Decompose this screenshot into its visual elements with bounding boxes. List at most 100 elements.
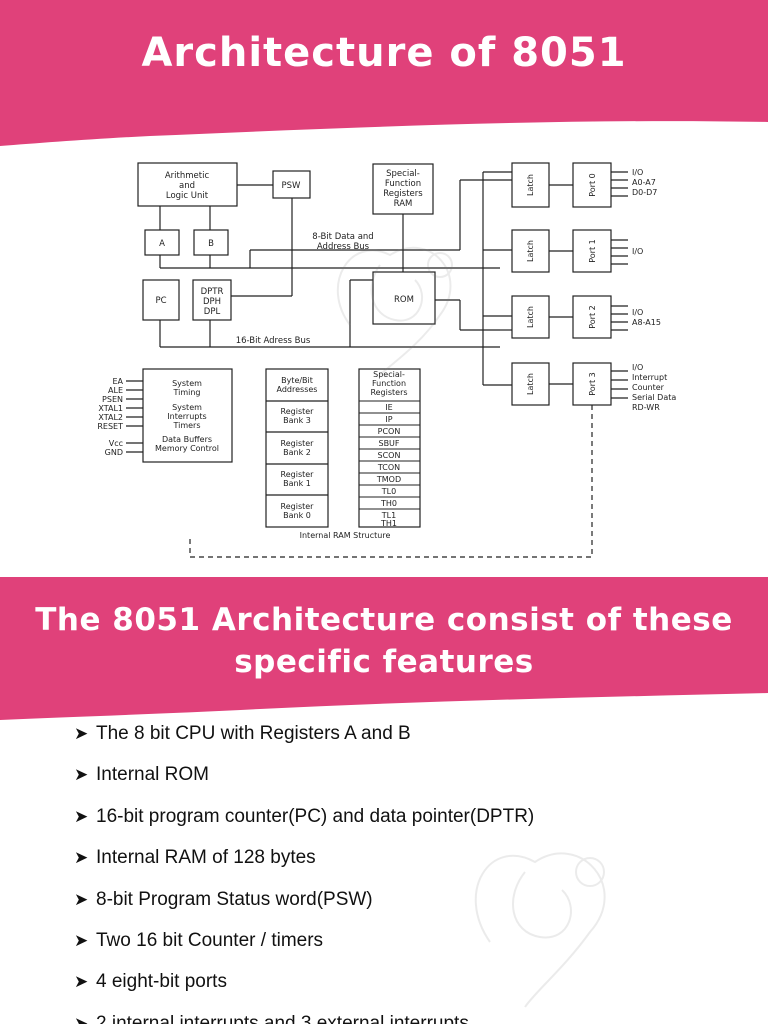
- alu-label-1: Arithmetic: [165, 171, 210, 181]
- ram-label-3: Register: [281, 407, 315, 416]
- sfr-header-1: Special-: [373, 370, 405, 379]
- ram-caption: Internal RAM Structure: [300, 531, 391, 540]
- sfr-tcon: TCON: [377, 463, 400, 472]
- pin-gnd: GND: [105, 448, 123, 457]
- slide-architecture: Architecture of 8051: [0, 0, 768, 558]
- ram-label-4: Bank 3: [283, 416, 311, 425]
- sfr-top-3: Registers: [383, 189, 423, 199]
- features-title-line-2: specific features: [234, 644, 534, 680]
- system-label-6: Data Buffers: [162, 435, 212, 444]
- system-label-7: Memory Control: [155, 444, 219, 453]
- sfr-tl0: TL0: [381, 487, 396, 496]
- pin-reset: RESET: [97, 422, 123, 431]
- rom-block: [372, 271, 436, 325]
- arrow-right-icon: ➤: [74, 848, 89, 868]
- slide-title: Architecture of 8051: [141, 30, 627, 76]
- port3-io-1: I/O: [632, 363, 643, 372]
- sfr-tl1: TL1: [381, 511, 396, 520]
- rom-label: ROM: [394, 295, 414, 305]
- port-label-2: Port 2: [588, 305, 597, 329]
- list-item: ➤Internal ROM: [74, 754, 534, 795]
- sfr-column: [358, 368, 421, 528]
- dptr-label-2: DPH: [203, 297, 221, 307]
- dptr-label-3: DPL: [204, 307, 221, 317]
- sfr-top-1: Special-: [386, 169, 420, 179]
- sfr-pcon: PCON: [378, 427, 401, 436]
- ram-label-2: Addresses: [277, 385, 318, 394]
- port-label-0: Port 0: [588, 173, 597, 197]
- arrow-right-icon: ➤: [74, 889, 89, 909]
- pin-xtal1: XTAL1: [98, 404, 123, 413]
- reg-b-label: B: [208, 239, 214, 249]
- latch-label-2: Latch: [526, 306, 535, 328]
- system-label-3: System: [172, 403, 202, 412]
- sfr-header-3: Registers: [370, 388, 407, 397]
- ram-label-9: Register: [281, 502, 315, 511]
- pin-ea: EA: [112, 377, 123, 386]
- port3-io-2: Interrupt: [632, 373, 667, 382]
- list-item: ➤Internal RAM of 128 bytes: [74, 837, 534, 878]
- sfr-tmod: TMOD: [376, 475, 401, 484]
- features-title: The 8051 Architecture consist of these s…: [0, 599, 768, 683]
- register-b-block: [193, 229, 229, 256]
- port3-io-3: Counter: [632, 383, 665, 392]
- port0-io-2: A0-A7: [632, 178, 656, 187]
- ram-label-6: Bank 2: [283, 448, 311, 457]
- list-item: ➤The 8 bit CPU with Registers A and B: [74, 713, 534, 754]
- arrow-right-icon: ➤: [74, 724, 89, 743]
- pin-psen: PSEN: [102, 395, 123, 404]
- list-item: ➤16-bit program counter(PC) and data poi…: [74, 796, 534, 837]
- arrow-right-icon: ➤: [74, 972, 89, 992]
- port1-io-1: I/O: [632, 247, 643, 256]
- arrow-right-icon: ➤: [74, 930, 89, 950]
- pin-ale: ALE: [108, 386, 123, 395]
- list-item: ➤4 eight-bit ports: [74, 961, 534, 1002]
- data-bus-label-1: 8-Bit Data and: [312, 232, 373, 242]
- system-label-1: System: [172, 379, 202, 388]
- sfr-top-4: RAM: [394, 199, 413, 209]
- ram-label-5: Register: [281, 439, 315, 448]
- slide-features: The 8051 Architecture consist of these s…: [0, 577, 768, 1024]
- arrow-right-icon: ➤: [74, 1013, 89, 1024]
- title-banner: [0, 0, 768, 146]
- pin-vcc: Vcc: [109, 439, 123, 448]
- system-label-2: Timing: [172, 388, 200, 397]
- feature-list: ➤The 8 bit CPU with Registers A and B ➤I…: [74, 713, 534, 1024]
- pc-block: [142, 279, 180, 321]
- sfr-ip: IP: [385, 415, 392, 424]
- sfr-scon: SCON: [378, 451, 401, 460]
- port3-io-5: RD-WR: [632, 403, 660, 412]
- sfr-header-2: Function: [372, 379, 406, 388]
- register-a-block: [144, 229, 180, 256]
- port-label-1: Port 1: [588, 239, 597, 263]
- list-item: ➤Two 16 bit Counter / timers: [74, 920, 534, 961]
- reg-a-label: A: [159, 239, 165, 249]
- sfr-th1: TH1: [380, 519, 397, 528]
- features-title-line-1: The 8051 Architecture consist of these: [35, 602, 733, 638]
- dptr-label-1: DPTR: [201, 287, 224, 297]
- port0-io-3: D0-D7: [632, 188, 657, 197]
- sfr-ie: IE: [385, 403, 392, 412]
- dptr-block: [192, 279, 232, 321]
- data-bus-label-2: Address Bus: [317, 242, 370, 252]
- arrow-right-icon: ➤: [74, 765, 89, 785]
- list-item: ➤8-bit Program Status word(PSW): [74, 879, 534, 920]
- sfr-th0: TH0: [380, 499, 397, 508]
- port0-io-1: I/O: [632, 168, 643, 177]
- port2-io-2: A8-A15: [632, 318, 661, 327]
- sfr-top-2: Function: [385, 179, 421, 189]
- port3-io-4: Serial Data: [632, 393, 676, 402]
- port2-io-1: I/O: [632, 308, 643, 317]
- latch-label-3: Latch: [526, 373, 535, 395]
- sfr-sbuf: SBUF: [378, 439, 399, 448]
- ram-label-7: Register: [281, 470, 315, 479]
- addr-bus-label: 16-Bit Adress Bus: [236, 336, 311, 346]
- list-item: ➤2 internal interrupts and 3 external in…: [74, 1003, 534, 1024]
- latch-label-0: Latch: [526, 174, 535, 196]
- ram-label-10: Bank 0: [283, 511, 311, 520]
- title-banner-features: [0, 577, 768, 720]
- alu-label-3: Logic Unit: [166, 191, 209, 201]
- ram-label-1: Byte/Bit: [281, 376, 313, 385]
- psw-label: PSW: [282, 181, 302, 191]
- pin-xtal2: XTAL2: [98, 413, 123, 422]
